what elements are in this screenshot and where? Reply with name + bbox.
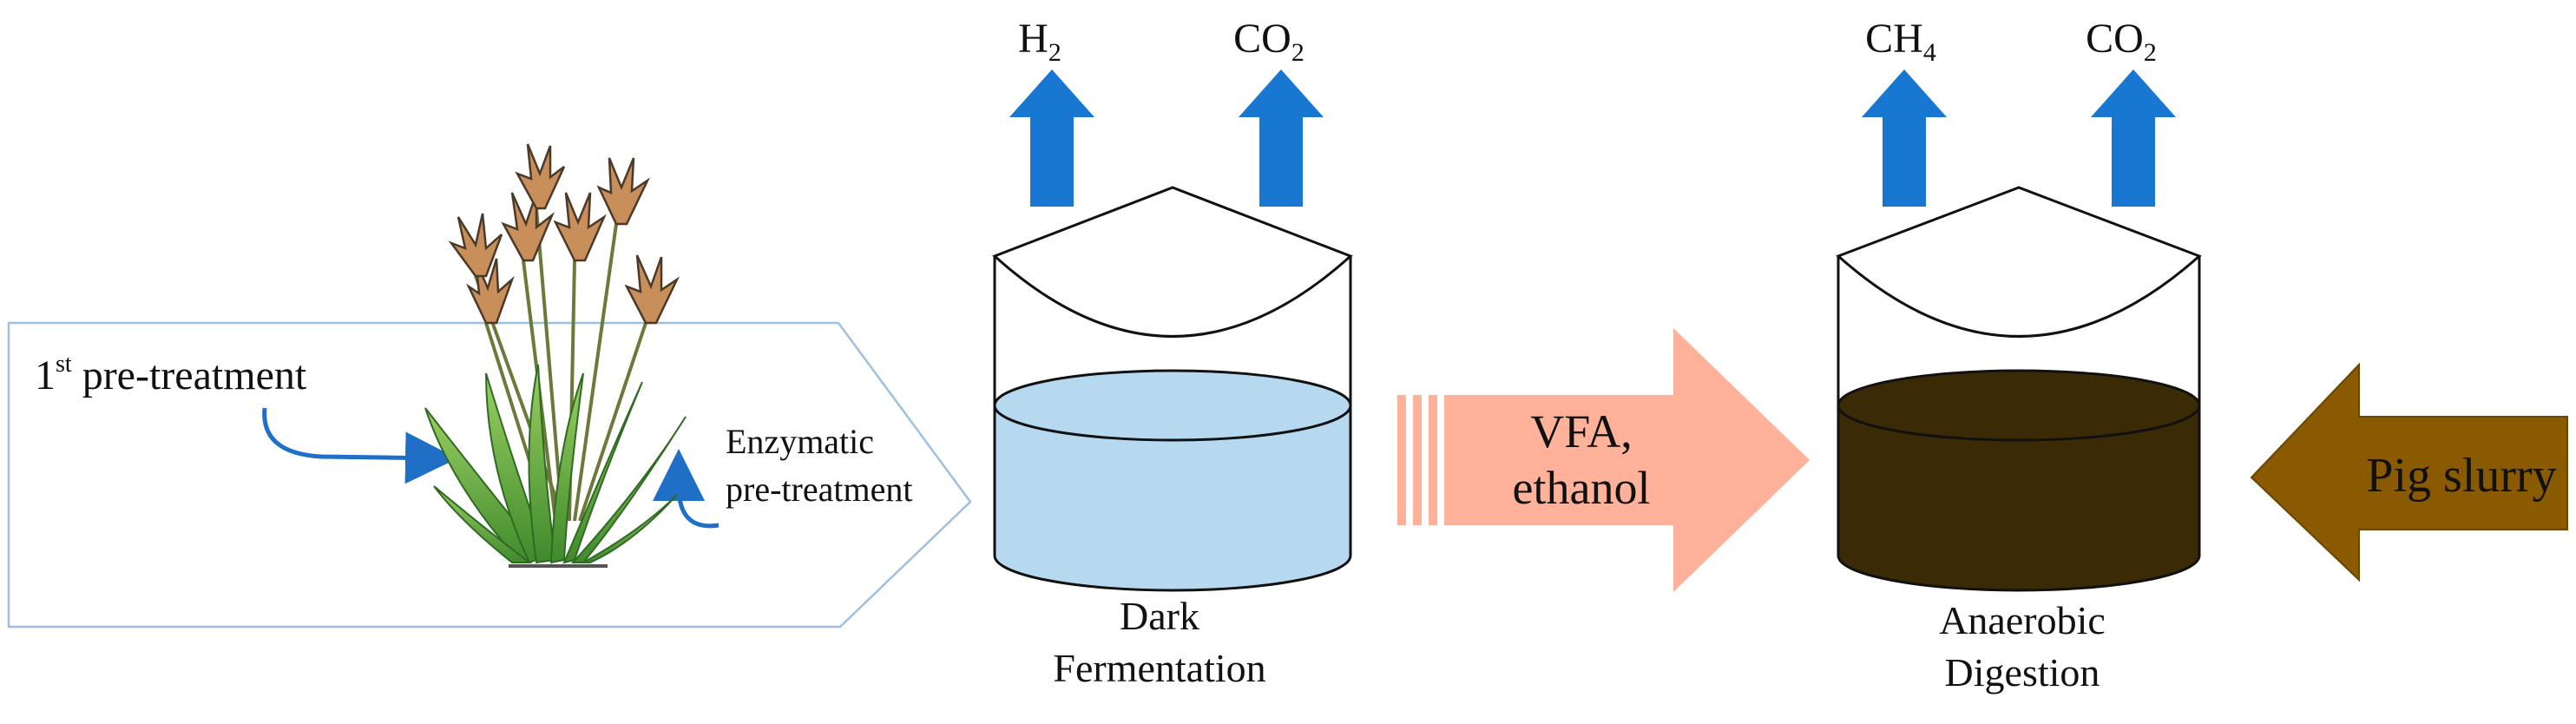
dark-fermentation-liquid-surface (993, 369, 1352, 442)
anaerobic-digestion-body (1837, 404, 2201, 592)
enzymatic-label-line1: Enzymatic (726, 422, 874, 461)
vfa-label: VFA, (1530, 405, 1633, 457)
ethanol-label: ethanol (1513, 462, 1651, 514)
anaerobic-digestion-lid (1836, 186, 2202, 338)
co2-up-arrow-dark (1239, 69, 1324, 207)
co2-up-arrow-anaerobic (2091, 69, 2176, 207)
first-pretreatment-label: 1st pre-treatment (35, 351, 307, 398)
anaerobic-digestion-label-line1: Anaerobic (1939, 598, 2106, 642)
pretreatment-box-outline (7, 321, 972, 629)
co2-output-anaerobic: CO2 (2086, 16, 2176, 207)
ch4-up-arrow (1862, 69, 1947, 207)
h2-up-arrow (1009, 69, 1094, 207)
anaerobic-digestion-liquid-surface (1837, 369, 2201, 442)
dark-fermentation-label-line2: Fermentation (1053, 646, 1265, 690)
dark-fermentation-label-line1: Dark (1120, 594, 1199, 638)
dark-fermentation-lid (992, 186, 1353, 338)
co2-label-dark: CO2 (1233, 16, 1304, 67)
co2-label-anaerobic: CO2 (2086, 16, 2157, 67)
h2-output: H2 (1009, 16, 1094, 207)
pig-slurry-arrow: Pig slurry (2250, 362, 2568, 582)
h2-label: H2 (1018, 16, 1061, 67)
ch4-label: CH4 (1865, 16, 1936, 67)
dark-fermentation-body (993, 404, 1352, 592)
vfa-ethanol-arrow-shape (1444, 328, 1810, 592)
co2-output-dark: CO2 (1233, 16, 1324, 207)
reed-plant-icon (424, 143, 687, 568)
anaerobic-digestion-label-line2: Digestion (1945, 650, 2100, 694)
anaerobic-digestion-reactor: Anaerobic Digestion (1836, 186, 2202, 694)
enzymatic-pretreatment-arrow (653, 449, 720, 529)
first-pretreatment-arrow (262, 407, 457, 484)
enzymatic-label-line2: pre-treatment (726, 470, 912, 509)
pretreatment-box: 1st pre-treatment Enzymatic pre-treatmen… (7, 321, 972, 629)
pig-slurry-arrow-shape (2250, 362, 2568, 582)
vfa-ethanol-arrow: VFA, ethanol (1397, 328, 1810, 592)
pig-slurry-label: Pig slurry (2366, 449, 2556, 503)
dark-fermentation-reactor: Dark Fermentation (992, 186, 1353, 690)
ch4-output: CH4 (1862, 16, 1947, 207)
